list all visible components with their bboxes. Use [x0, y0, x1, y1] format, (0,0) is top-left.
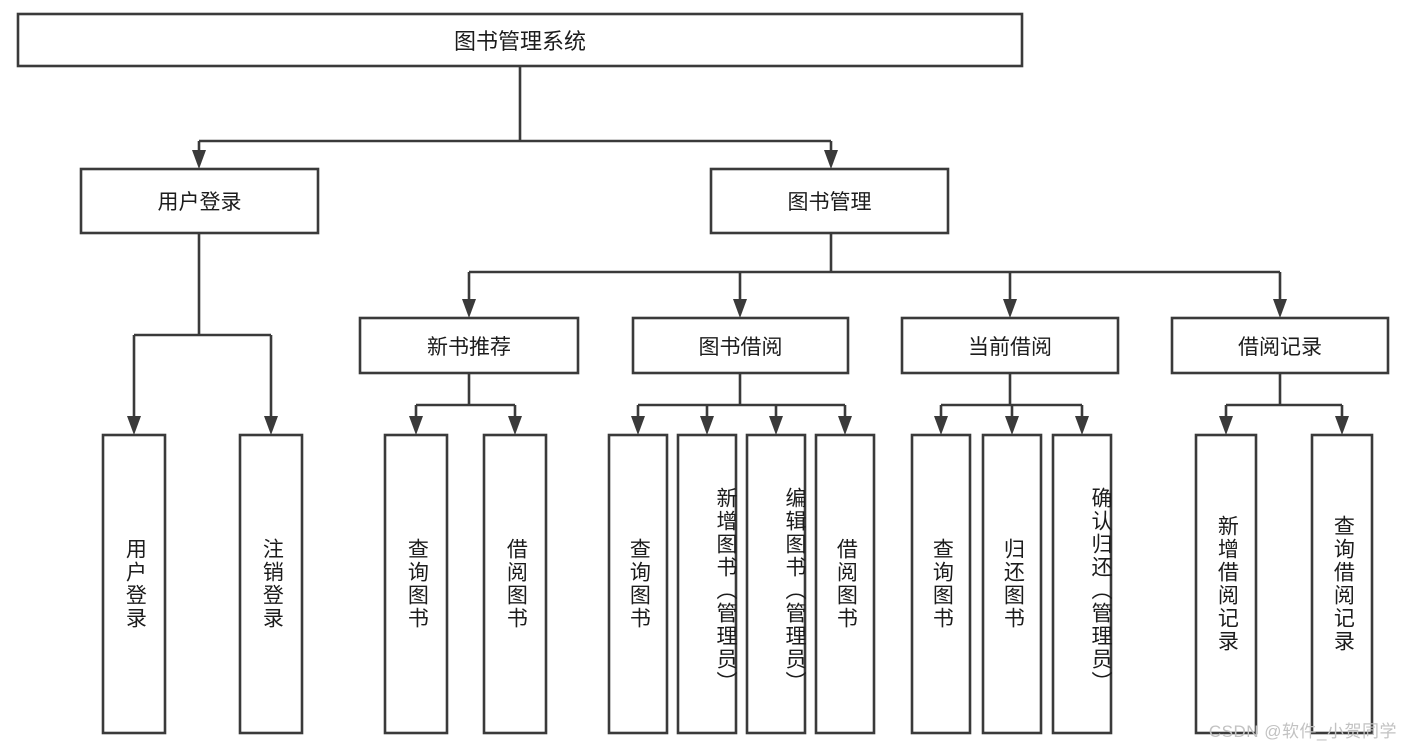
arrow-to-new-book-recommend	[462, 299, 476, 318]
node-user-login[interactable]	[79, 167, 320, 235]
node-leaf-query-record[interactable]	[1310, 433, 1374, 735]
node-leaf-return-book[interactable]	[981, 433, 1043, 735]
arrow-to-book-borrow	[733, 299, 747, 318]
arrow-to-leaf-query-record	[1335, 416, 1349, 435]
arrow-to-leaf-borrow-book-2	[838, 416, 852, 435]
node-book-manage[interactable]	[709, 167, 950, 235]
node-root[interactable]	[16, 12, 1024, 68]
node-leaf-add-record[interactable]	[1194, 433, 1258, 735]
node-leaf-confirm-return[interactable]	[1051, 433, 1113, 735]
node-leaf-user-login[interactable]	[101, 433, 167, 735]
node-borrow-record[interactable]	[1170, 316, 1390, 375]
arrow-to-leaf-user-login	[127, 416, 141, 435]
node-book-borrow[interactable]	[631, 316, 850, 375]
node-layer	[16, 12, 1390, 735]
arrow-to-leaf-logout	[264, 416, 278, 435]
arrow-to-current-borrow	[1003, 299, 1017, 318]
node-leaf-borrow-book-2[interactable]	[814, 433, 876, 735]
csdn-watermark: CSDN @软件_小贺同学	[1208, 722, 1397, 741]
arrow-to-leaf-edit-book	[769, 416, 783, 435]
arrow-to-leaf-add-record	[1219, 416, 1233, 435]
arrow-to-leaf-query-book-3	[934, 416, 948, 435]
connector-layer	[127, 66, 1349, 435]
arrow-to-book-manage	[824, 150, 838, 169]
arrow-to-leaf-query-book-1	[409, 416, 423, 435]
node-leaf-query-book-3[interactable]	[910, 433, 972, 735]
arrow-to-leaf-return-book	[1005, 416, 1019, 435]
node-leaf-edit-book[interactable]	[745, 433, 807, 735]
arrow-to-borrow-record	[1273, 299, 1287, 318]
node-leaf-query-book-2[interactable]	[607, 433, 669, 735]
arrow-to-leaf-borrow-book-1	[508, 416, 522, 435]
arrow-to-leaf-confirm-return	[1075, 416, 1089, 435]
node-current-borrow[interactable]	[900, 316, 1120, 375]
arrow-to-user-login	[192, 150, 206, 169]
node-new-book-recommend[interactable]	[358, 316, 580, 375]
node-leaf-logout[interactable]	[238, 433, 304, 735]
arrow-to-leaf-query-book-2	[631, 416, 645, 435]
node-leaf-borrow-book-1[interactable]	[482, 433, 548, 735]
arrow-to-leaf-add-book	[700, 416, 714, 435]
node-leaf-add-book[interactable]	[676, 433, 738, 735]
node-leaf-query-book-1[interactable]	[383, 433, 449, 735]
